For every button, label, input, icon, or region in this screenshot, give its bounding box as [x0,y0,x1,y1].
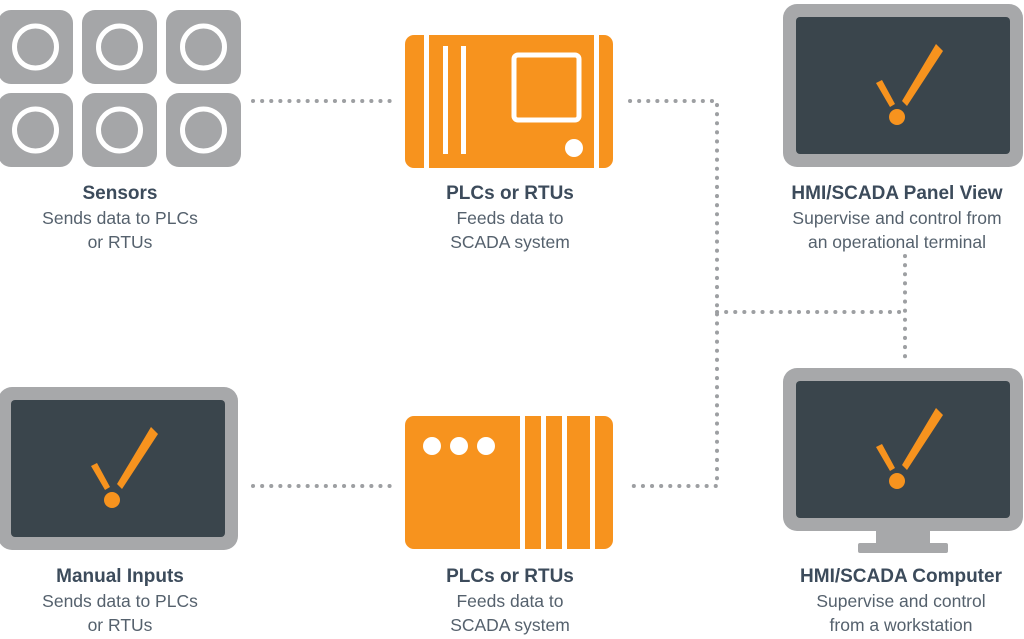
connector-lines [251,99,907,488]
rtu-unit-icon [405,416,613,549]
plc-bottom-label: PLCs or RTUs Feeds data to SCADA system [385,565,635,637]
desktop-computer-icon [783,368,1023,553]
sensors-label: Sensors Sends data to PLCs or RTUs [0,182,245,254]
node-description: an operational terminal [807,232,987,252]
sensor-icon [0,10,73,84]
exclamation-mark-icon [876,408,943,489]
sensor-icon [166,10,241,84]
sensor-grid-icon [0,10,241,167]
monitor-icon [783,4,1023,167]
plc-unit-icon [405,35,613,168]
node-title: PLCs or RTUs [446,183,574,204]
node-description: Feeds data to [456,208,564,228]
computer-label: HMI/SCADA Computer Supervise and control… [778,565,1024,637]
node-description: from a workstation [829,615,973,635]
sensor-icon [166,93,241,167]
node-description: Supervise and control from [792,208,1002,228]
node-description: or RTUs [87,615,153,635]
exclamation-mark-icon [876,44,943,125]
node-description: Sends data to PLCs [42,591,198,611]
sensor-icon [82,10,157,84]
node-description: SCADA system [450,615,570,635]
node-description: Supervise and control [816,591,986,611]
sensor-icon [82,93,157,167]
panel-view-label: HMI/SCADA Panel View Supervise and contr… [770,182,1024,254]
manual-inputs-label: Manual Inputs Sends data to PLCs or RTUs [0,565,245,637]
sensor-icon [0,93,73,167]
connector-plc-top-to-bus [628,99,719,488]
node-title: Sensors [82,183,158,204]
exclamation-mark-icon [91,427,158,508]
node-description: Sends data to PLCs [42,208,198,228]
node-title: Manual Inputs [56,566,184,587]
plc-top-label: PLCs or RTUs Feeds data to SCADA system [385,182,635,254]
node-description: Feeds data to [456,591,564,611]
node-title: HMI/SCADA Computer [800,566,1002,587]
node-description: or RTUs [87,232,153,252]
node-title: HMI/SCADA Panel View [791,183,1003,204]
node-description: SCADA system [450,232,570,252]
node-title: PLCs or RTUs [446,566,574,587]
monitor-icon [0,387,238,550]
